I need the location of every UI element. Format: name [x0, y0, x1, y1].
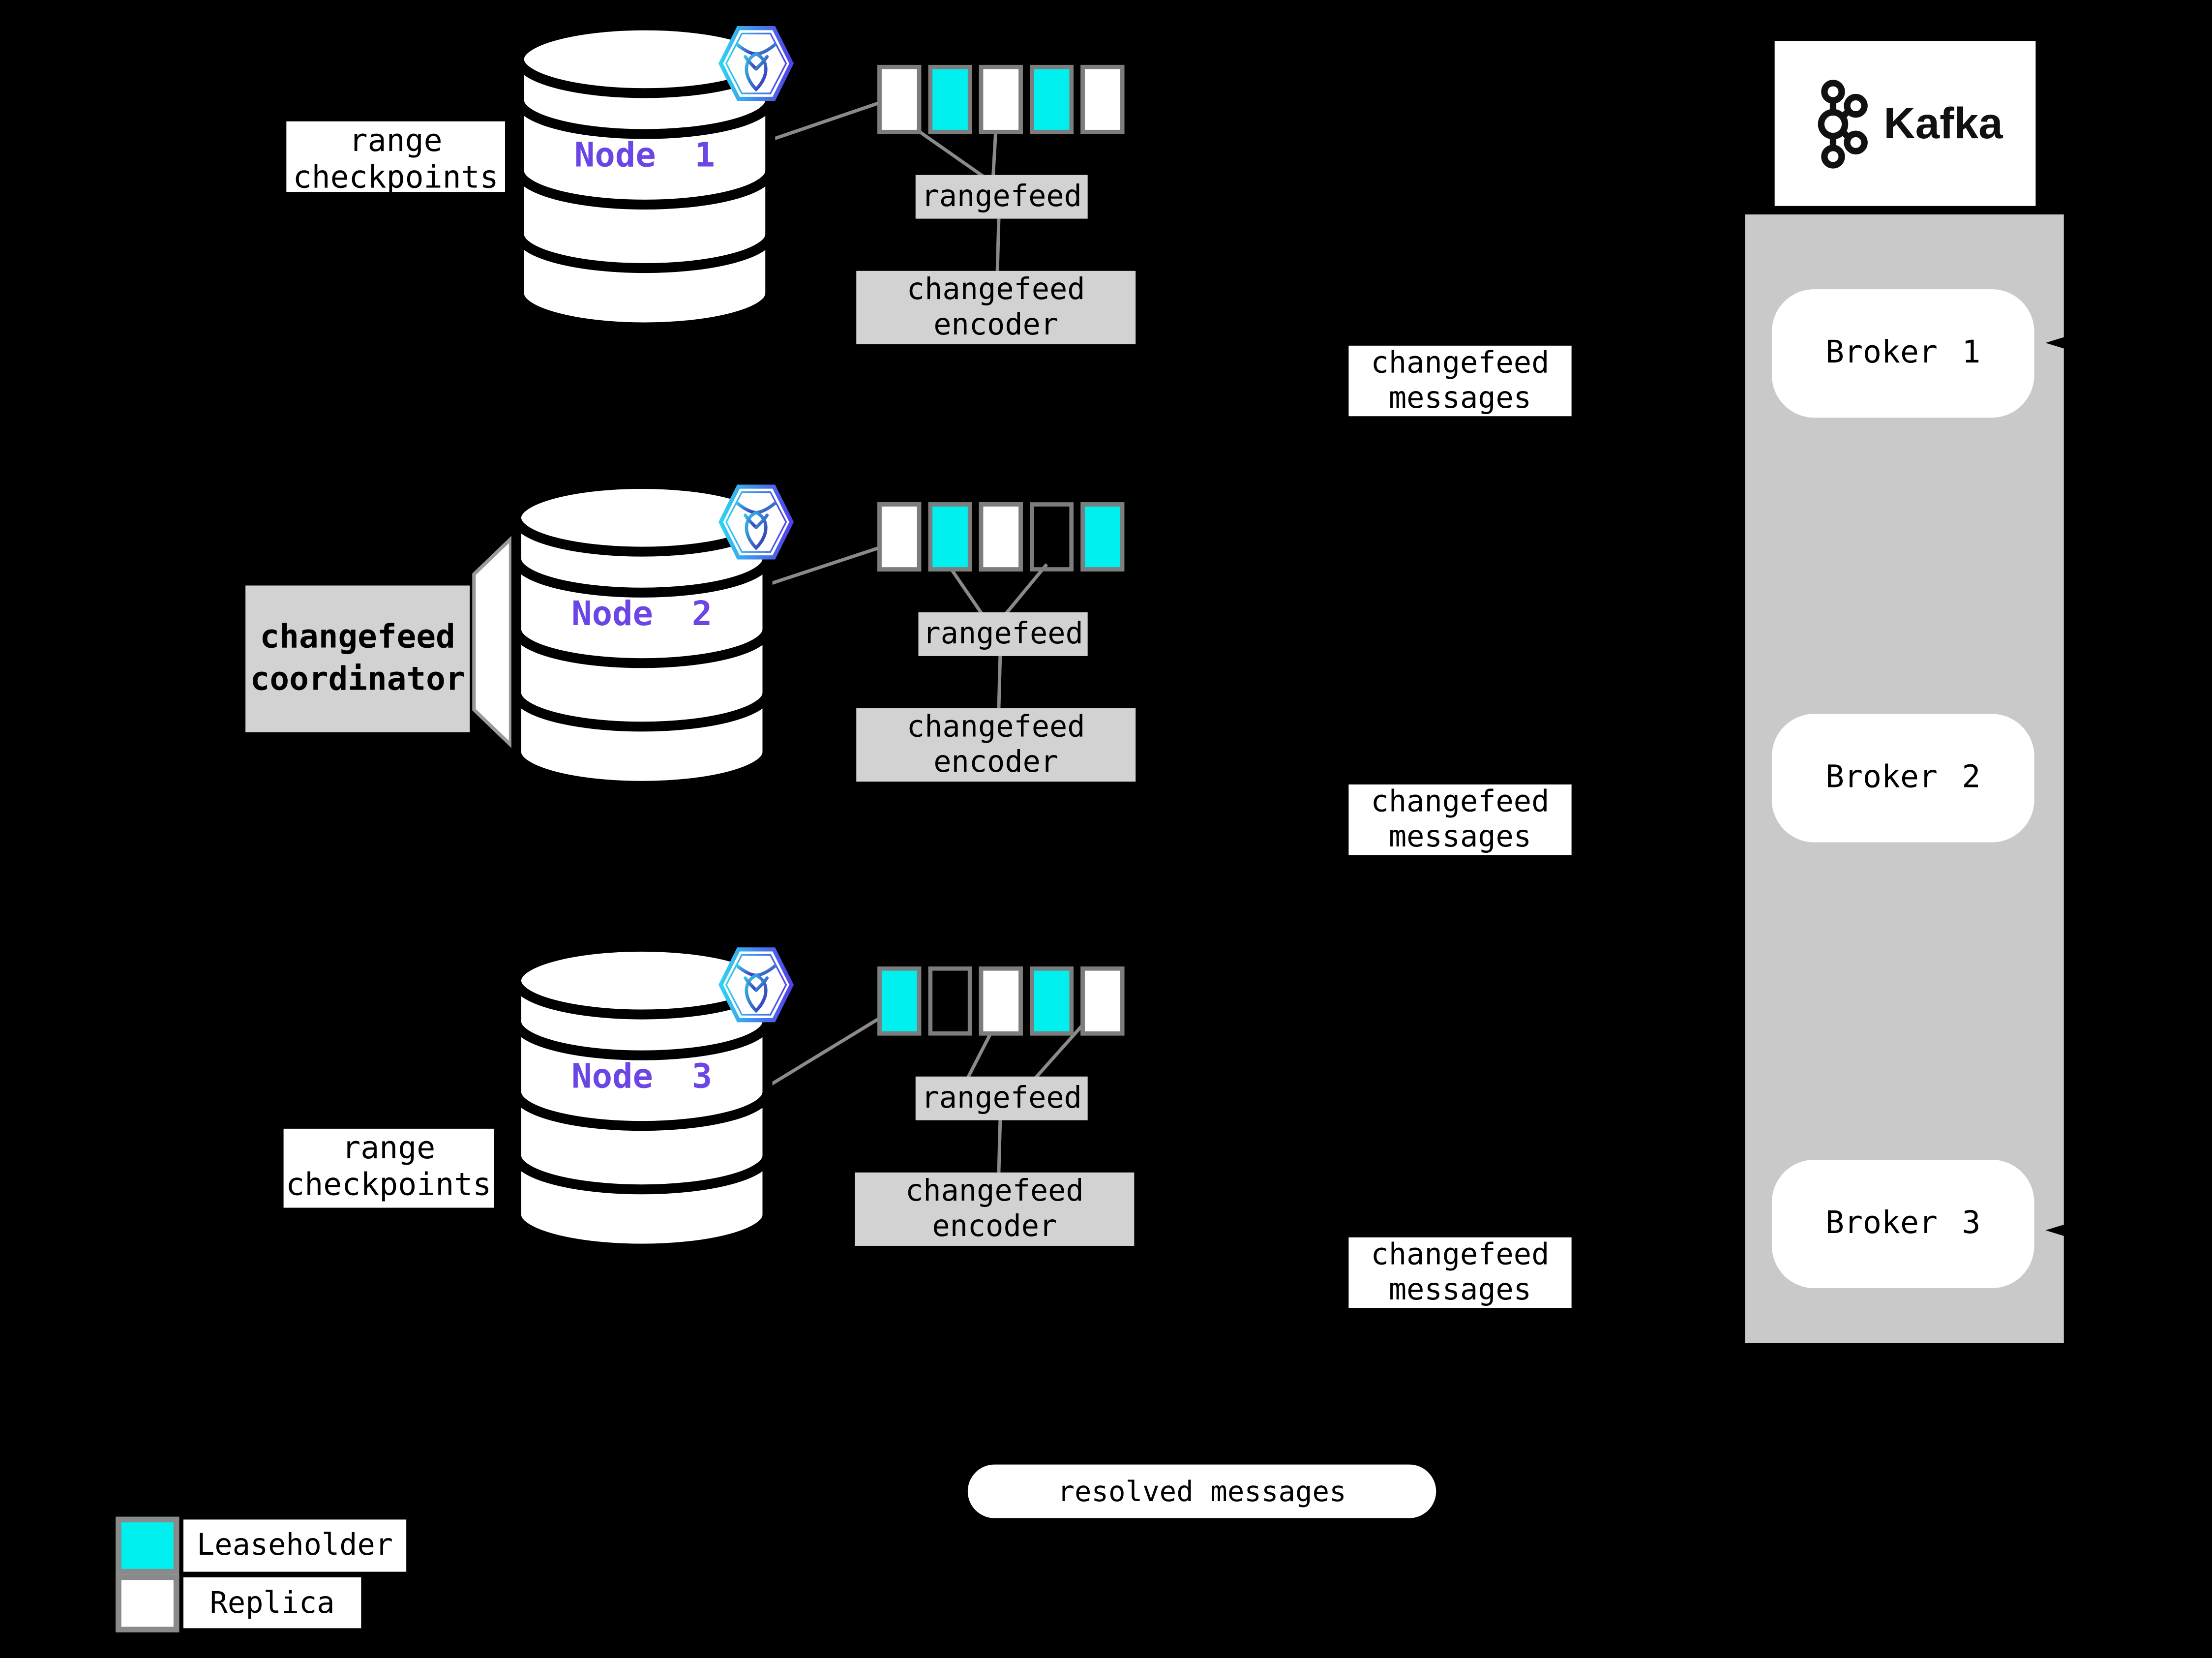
range-rect [979, 64, 1023, 134]
cockroachdb-hexagon-icon [718, 26, 794, 101]
range-rect [928, 64, 972, 134]
range-rect [1030, 966, 1074, 1036]
kafka-logo-box: Kafka [1774, 41, 2036, 206]
range-checkpoints-label-bottom: range checkpoints [283, 1128, 494, 1208]
cockroachdb-hexagon-icon [718, 947, 794, 1023]
cockroachdb-hexagon-icon [718, 484, 794, 560]
database-cylinder-icon [511, 941, 773, 1254]
range-rect [979, 966, 1023, 1036]
node-2-label: Node 2 [571, 594, 713, 634]
range-rect [979, 502, 1023, 572]
range-rect [1030, 502, 1074, 572]
database-cylinder-icon [514, 20, 776, 332]
legend-swatch-replica [116, 1574, 179, 1632]
legend-label-leaseholder: Leaseholder [183, 1519, 407, 1572]
broker-2: Broker 2 [1771, 714, 2034, 843]
node-1-label: Node 1 [574, 135, 715, 175]
rangefeed-box: rangefeed [918, 612, 1088, 656]
rangefeed-box: rangefeed [915, 1076, 1088, 1120]
broker-3: Broker 3 [1771, 1159, 2034, 1289]
legend-label-replica: Replica [183, 1577, 361, 1628]
range-rect [1080, 966, 1125, 1036]
database-cylinder-icon [511, 479, 773, 791]
rangefeed-box: rangefeed [915, 175, 1088, 219]
changefeed-encoder-box: changefeed encoder [856, 708, 1136, 782]
range-rect [877, 966, 922, 1036]
broker-1: Broker 1 [1771, 289, 2034, 418]
changefeed-coordinator-box: changefeed coordinator [245, 585, 470, 732]
range-rect [877, 64, 922, 134]
range-checkpoints-label-top: range checkpoints [286, 121, 505, 192]
range-rect [1080, 64, 1125, 134]
changefeed-encoder-box: changefeed encoder [855, 1172, 1135, 1246]
coordinator-ribbon [472, 535, 513, 750]
kafka-logo-icon [1818, 79, 1868, 168]
range-rect [928, 966, 972, 1036]
changefeed-messages-label-3: changefeed messages [1348, 1237, 1572, 1308]
range-rect [1080, 502, 1125, 572]
changefeed-messages-label-1: changefeed messages [1348, 345, 1572, 417]
legend-swatch-leaseholder [116, 1516, 179, 1575]
kafka-title: Kafka [1883, 98, 2003, 148]
changefeed-messages-label-2: changefeed messages [1348, 784, 1572, 855]
range-rect [877, 502, 922, 572]
resolved-messages-pill: resolved messages [967, 1464, 1436, 1518]
range-rect [928, 502, 972, 572]
node-3-label: Node 3 [571, 1056, 713, 1096]
changefeed-encoder-box: changefeed encoder [856, 271, 1136, 344]
range-rect [1030, 64, 1074, 134]
